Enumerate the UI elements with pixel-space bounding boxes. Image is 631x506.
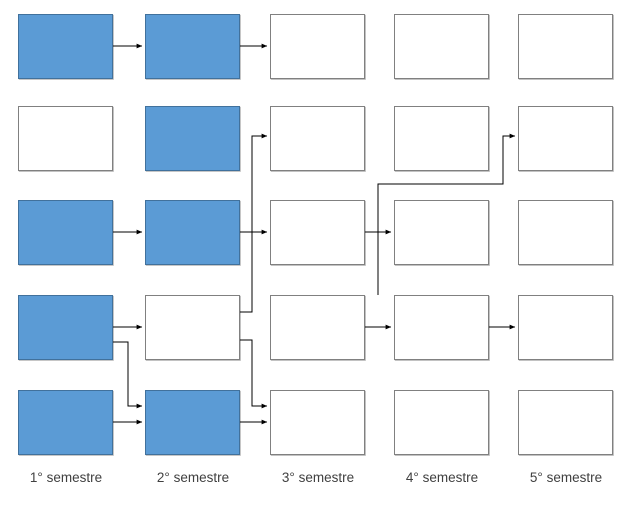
column-label-sem2: 2° semestre — [156, 470, 230, 485]
course-node-r1c1[interactable] — [18, 14, 113, 79]
course-node-r4c2[interactable] — [145, 295, 240, 360]
course-node-r4c4[interactable] — [394, 295, 489, 360]
edge-r4c2-to-r5c3 — [240, 339, 268, 409]
course-node-r5c5[interactable] — [518, 390, 613, 455]
course-node-r2c3[interactable] — [270, 106, 365, 171]
course-node-r1c2[interactable] — [145, 14, 240, 79]
edge-r4c1-to-r5c2 — [113, 341, 143, 409]
course-node-r1c3[interactable] — [270, 14, 365, 79]
course-node-r5c2[interactable] — [145, 390, 240, 455]
course-node-r5c1[interactable] — [18, 390, 113, 455]
column-label-sem4: 4° semestre — [405, 470, 479, 485]
course-node-r3c1[interactable] — [18, 200, 113, 265]
course-node-r3c5[interactable] — [518, 200, 613, 265]
course-node-r3c3[interactable] — [270, 200, 365, 265]
course-node-r4c3[interactable] — [270, 295, 365, 360]
edge-r4c2-to-r2c3 — [240, 133, 268, 313]
column-label-sem3: 3° semestre — [281, 470, 355, 485]
course-node-r1c5[interactable] — [518, 14, 613, 79]
course-node-r2c5[interactable] — [518, 106, 613, 171]
course-node-r5c4[interactable] — [394, 390, 489, 455]
column-label-sem5: 5° semestre — [529, 470, 603, 485]
course-node-r1c4[interactable] — [394, 14, 489, 79]
course-node-r4c1[interactable] — [18, 295, 113, 360]
column-label-sem1: 1° semestre — [29, 470, 103, 485]
course-node-r2c1[interactable] — [18, 106, 113, 171]
course-node-r3c4[interactable] — [394, 200, 489, 265]
course-node-r2c4[interactable] — [394, 106, 489, 171]
course-node-r3c2[interactable] — [145, 200, 240, 265]
course-node-r5c3[interactable] — [270, 390, 365, 455]
course-node-r4c5[interactable] — [518, 295, 613, 360]
course-node-r2c2[interactable] — [145, 106, 240, 171]
